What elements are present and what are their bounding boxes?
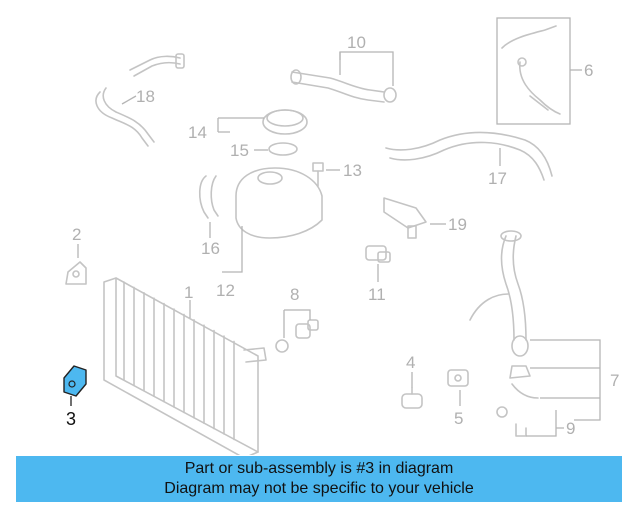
callout-19: 19 [448,215,467,234]
part-10-pipe[interactable] [290,69,397,103]
part-11-fitting[interactable] [365,245,391,263]
callout-3: 3 [66,409,76,429]
callout-18: 18 [136,87,155,106]
callout-17: 17 [488,169,507,188]
callout-13: 13 [343,161,362,180]
callout-8: 8 [290,285,299,304]
info-banner: Part or sub-assembly is #3 in diagram Di… [16,456,622,502]
part-7-hoses[interactable] [469,230,539,399]
parts-diagram: 18 10 6 14 15 13 17 [63,17,619,455]
part-15-seal[interactable] [268,142,298,156]
part-4-sensor[interactable] [401,387,423,409]
callout-6: 6 [584,61,593,80]
part-6-hose[interactable] [501,25,561,115]
callout-2: 2 [72,225,81,244]
part-19-sensor[interactable] [383,197,427,239]
callout-7: 7 [610,371,619,390]
part-17-hose[interactable] [385,131,553,181]
callout-9: 9 [566,419,575,438]
part-5-switch[interactable] [447,369,469,387]
banner-line-1: Part or sub-assembly is #3 in diagram [184,460,454,477]
part-14-cap[interactable] [262,109,308,135]
callout-11: 11 [368,285,386,304]
part-3-mount-highlighted[interactable] [63,365,87,397]
callout-14: 14 [188,123,207,142]
part-8-fittings[interactable] [275,319,319,353]
part-16-hose[interactable] [198,175,219,219]
callout-5: 5 [454,409,463,428]
part-12-tank[interactable] [235,167,323,239]
callout-15: 15 [230,141,249,160]
part-1-radiator[interactable] [103,277,267,455]
part-6-box [496,17,571,125]
banner-line-2: Diagram may not be specific to your vehi… [164,480,474,497]
callout-1: 1 [184,283,193,302]
callout-12: 12 [216,281,235,300]
callout-4: 4 [406,353,415,372]
callout-16: 16 [201,239,220,258]
part-2-bracket[interactable] [65,261,87,285]
part-13-bolt[interactable] [312,162,324,187]
part-9-fittings[interactable] [496,406,527,437]
part-18-hose[interactable] [95,53,185,147]
callout-10: 10 [347,33,366,52]
